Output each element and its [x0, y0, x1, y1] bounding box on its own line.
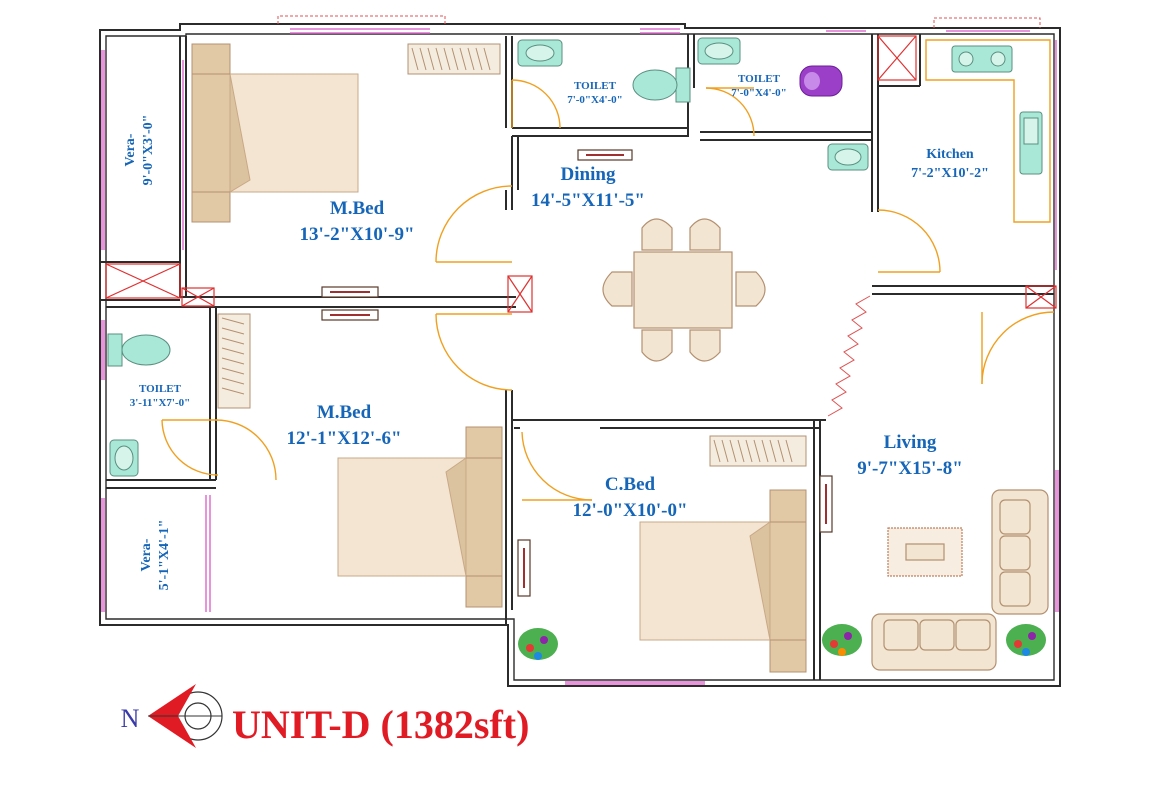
bed-top: [191, 43, 359, 223]
room-size-living: 9'-7"X15'-8": [857, 458, 963, 479]
plant-living-left: [822, 624, 862, 656]
kitchen-counter: [925, 39, 1051, 223]
door-leaves: [321, 149, 833, 597]
unit-title: UNIT-D (1382sft): [232, 702, 529, 747]
room-size-kitchen: 7'-2"X10'-2": [911, 166, 989, 181]
windows: [101, 28, 1059, 685]
room-size-dining: 14'-5"X11'-5": [531, 190, 645, 211]
room-label-kitchen: Kitchen: [926, 147, 974, 162]
shafts: [105, 35, 1057, 313]
room-label-vera-bottom: Vera-: [139, 538, 154, 571]
wardrobes: [217, 43, 807, 467]
room-size-child-bed: 12'-0"X10'-0": [572, 500, 687, 521]
projections: [277, 15, 1041, 28]
room-size-master-bed-left: 12'-1"X12'-6": [286, 428, 401, 449]
north-label: N: [121, 704, 140, 733]
indian-toilet: [799, 65, 843, 97]
plant-living-right: [1006, 624, 1046, 656]
room-size-toilet-1: 7'-0"X4'-0": [567, 94, 623, 106]
sofa-set: [871, 489, 1049, 671]
room-label-toilet-1: TOILET: [574, 80, 617, 92]
room-size-vera-bottom: 5'-1"X4'-1": [157, 520, 172, 591]
dining-set: [602, 218, 766, 362]
room-size-toilet-3: 3'-11"X7'-0": [130, 397, 191, 409]
north-arrow-icon: [148, 684, 223, 748]
room-label-toilet-2: TOILET: [738, 73, 781, 85]
bed-left: [337, 426, 503, 608]
walls: [99, 23, 1061, 687]
plant-child-bed: [518, 628, 558, 660]
room-label-living: Living: [884, 432, 937, 453]
sanitary-fixtures: [107, 37, 1043, 477]
door-swings: [161, 79, 1055, 501]
stair-zigzag: [827, 295, 871, 417]
room-label-toilet-3: TOILET: [139, 383, 182, 395]
room-size-toilet-2: 7'-0"X4'-0": [731, 87, 787, 99]
room-label-dining: Dining: [561, 164, 616, 185]
room-label-vera-top: Vera-: [123, 133, 138, 166]
room-label-master-bed-top: M.Bed: [330, 198, 385, 219]
room-label-master-bed-left: M.Bed: [317, 402, 372, 423]
room-size-master-bed-top: 13'-2"X10'-9": [299, 224, 414, 245]
room-label-child-bed: C.Bed: [605, 474, 656, 495]
room-size-vera-top: 9'-0"X3'-0": [141, 115, 156, 186]
bed-child: [639, 489, 807, 673]
